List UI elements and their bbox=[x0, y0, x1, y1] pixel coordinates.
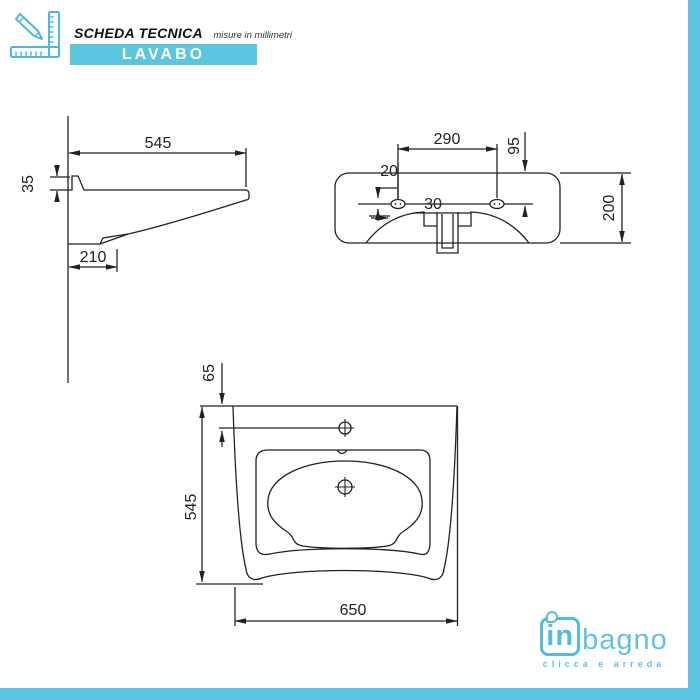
inbagno-logo: in bagno clicca e arreda bbox=[534, 610, 674, 669]
dim-front-slot-offset: 30 bbox=[424, 196, 442, 213]
dim-top-tap-setback: 65 bbox=[201, 364, 218, 382]
right-accent-band bbox=[688, 0, 700, 700]
logo-in-box: in bbox=[540, 611, 581, 656]
logo-tagline: clicca e arreda bbox=[542, 659, 666, 669]
product-band-label: LAVABO bbox=[70, 44, 257, 65]
dim-top-width: 650 bbox=[340, 602, 367, 619]
header-title-row: SCHEDA TECNICA misure in millimetri bbox=[74, 25, 292, 43]
dim-front-height: 200 bbox=[601, 195, 618, 222]
dim-front-hole-setback: 95 bbox=[506, 137, 523, 155]
sheet-subtitle: misure in millimetri bbox=[213, 30, 293, 41]
basin-profile bbox=[68, 175, 250, 245]
dim-side-rim-thickness: 35 bbox=[20, 175, 37, 193]
dim-front-slot: 20 bbox=[380, 163, 398, 180]
top-view-drawing bbox=[196, 363, 459, 626]
ruler-pencil-icon bbox=[10, 11, 60, 58]
inner-rim bbox=[255, 449, 431, 556]
side-view-drawing bbox=[50, 116, 250, 383]
logo-wordmark: in bagno bbox=[534, 610, 674, 656]
dim-side-underside-depth: 210 bbox=[80, 249, 107, 266]
dome-left bbox=[365, 211, 437, 244]
fixing-hole-left bbox=[390, 198, 406, 210]
logo-word-bagno: bagno bbox=[582, 624, 668, 656]
basin-plan-outline bbox=[232, 405, 458, 581]
logo-pin-icon bbox=[546, 611, 559, 623]
basin-front-outline bbox=[334, 172, 561, 244]
bracket-detail bbox=[99, 233, 129, 245]
dim-front-hole-spacing: 290 bbox=[434, 131, 461, 148]
fixing-hole-right bbox=[489, 198, 505, 210]
bowl-outline bbox=[267, 460, 423, 549]
sheet-title: SCHEDA TECNICA bbox=[74, 25, 203, 41]
front-view-drawing bbox=[334, 132, 631, 254]
bottom-accent-band bbox=[0, 688, 700, 700]
logo-word-in: in bbox=[546, 620, 575, 652]
overflow-notch bbox=[336, 449, 348, 455]
trap-inner bbox=[441, 214, 454, 249]
dim-side-depth: 545 bbox=[145, 135, 172, 152]
trap-outline bbox=[436, 212, 459, 254]
dim-top-depth: 545 bbox=[183, 494, 200, 521]
dome-right bbox=[458, 211, 530, 244]
